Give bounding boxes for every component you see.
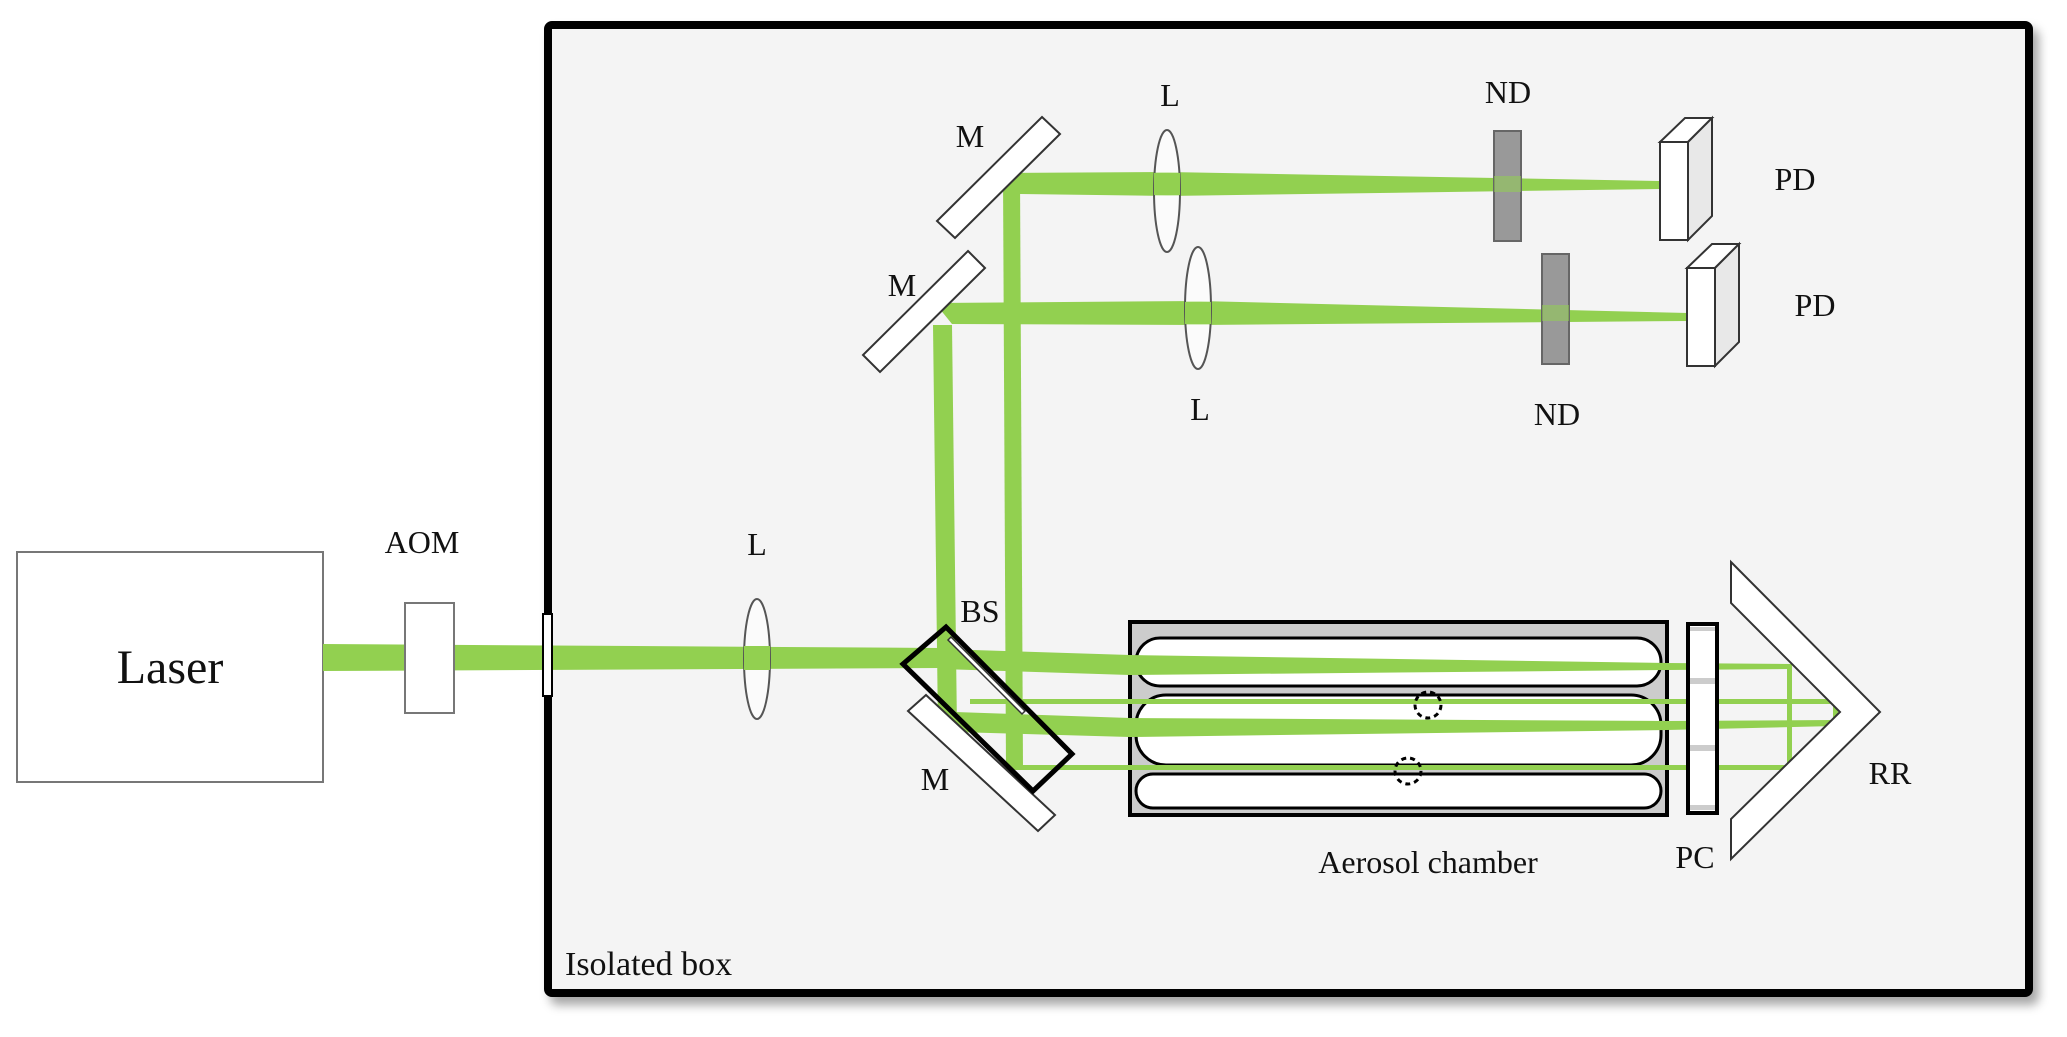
beam-through-lens-top xyxy=(1154,173,1180,195)
pd-top-label: PD xyxy=(1775,161,1816,197)
beam-chamber-top xyxy=(940,649,1790,675)
pockels-cell xyxy=(1686,622,1719,815)
retroreflector xyxy=(1730,559,1882,862)
mirror-top xyxy=(935,115,1062,240)
lens-bottom-label: L xyxy=(1190,391,1210,427)
beam-middle-to-pd xyxy=(935,301,1688,325)
nd-bottom-label: ND xyxy=(1534,396,1580,432)
aom-label: AOM xyxy=(385,524,460,560)
particle-2 xyxy=(1393,756,1423,786)
pd-bottom-label: PD xyxy=(1795,287,1836,323)
beam-through-nd-top xyxy=(1494,176,1521,192)
main-beam-through-lens xyxy=(744,646,770,670)
mirror-top-label: M xyxy=(956,118,984,154)
bs-label: BS xyxy=(960,593,999,629)
particle-1 xyxy=(1413,690,1443,720)
beam-chamber-thin-1 xyxy=(970,699,1838,704)
beam-splitter xyxy=(899,623,1076,795)
laser-box xyxy=(16,551,324,783)
mirror-bottom xyxy=(906,693,1057,833)
beam-through-nd-bottom xyxy=(1542,305,1569,321)
main-beam xyxy=(323,644,940,671)
beam-vertical-right xyxy=(1003,175,1023,770)
lens-main-label: L xyxy=(747,526,767,562)
photodetector-top xyxy=(1657,115,1715,243)
aom-box xyxy=(404,602,455,714)
beam-rr-vertical-inner xyxy=(1833,699,1838,726)
laser-label: Laser xyxy=(117,641,224,694)
nd-top-label: ND xyxy=(1485,74,1531,110)
aerosol-chamber-label: Aerosol chamber xyxy=(1318,844,1538,880)
rr-label: RR xyxy=(1869,755,1912,791)
entrance-window xyxy=(542,613,553,697)
mirror-bottom-label: M xyxy=(921,761,949,797)
pc-label: PC xyxy=(1675,839,1714,875)
beam-rr-vertical-outer xyxy=(1787,664,1792,770)
chamber-tube-3 xyxy=(1134,772,1663,810)
beam-chamber-thin-2 xyxy=(1006,765,1793,770)
lens-top-label: L xyxy=(1160,77,1180,113)
beam-chamber-thick xyxy=(955,712,1835,737)
photodetector-bottom xyxy=(1684,241,1742,369)
mirror-middle-label: M xyxy=(888,267,916,303)
isolated-box-label: Isolated box xyxy=(565,946,732,983)
mirror-middle xyxy=(861,249,987,374)
beam-through-lens-bottom xyxy=(1185,302,1211,324)
